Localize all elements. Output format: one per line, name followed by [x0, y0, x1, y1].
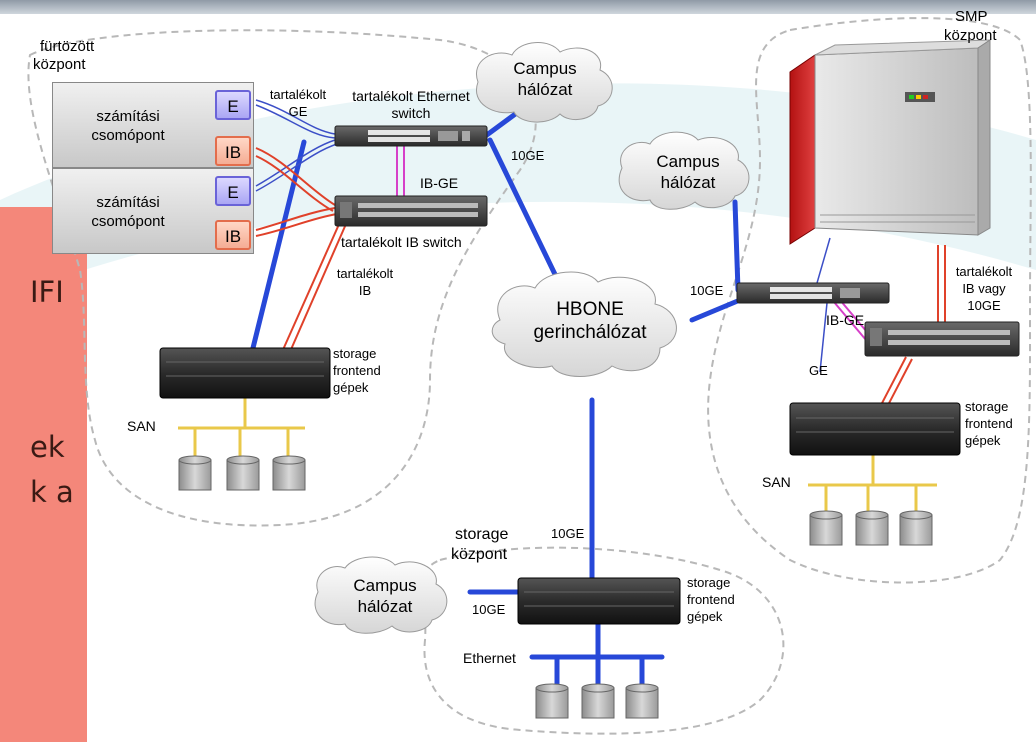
cluster-title-furtozott-line1: fürtözött: [40, 38, 95, 55]
label-san-right: SAN: [762, 474, 791, 490]
disk-bottom-1: [535, 683, 569, 719]
link-ib-2b: [255, 213, 338, 237]
label-ge-right: GE: [809, 363, 828, 378]
cloud-campus-bottom: [314, 556, 448, 634]
storage-server-center: [517, 577, 681, 625]
clouds: [314, 42, 750, 634]
ethernet-switch-right: [736, 282, 890, 304]
cluster-title-storage-line1: storage: [455, 526, 509, 543]
disk-bottom-3: [625, 683, 659, 719]
cluster-title-smp-line1: SMP: [955, 8, 988, 25]
link-ib-2a: [255, 207, 336, 231]
cloud-campus-top-label: Campus hálózat: [513, 59, 577, 99]
slide-side-bar: [0, 207, 87, 742]
link-ge-right: [819, 302, 828, 373]
cluster-outlines: [27, 17, 1032, 735]
ethernet-port: E: [215, 90, 251, 120]
label-storage-frontend-right: storage frontend gépek: [965, 399, 1013, 448]
compute-node-label: számítási csomópont: [91, 108, 165, 144]
ib-switch-left: [334, 195, 488, 227]
label-10ge-bottom: 10GE: [472, 602, 506, 617]
cluster-outline-furtozott: [27, 29, 537, 527]
link-ge-2b: [255, 143, 338, 192]
label-10ge-center: 10GE: [551, 526, 585, 541]
disks: [178, 455, 933, 719]
label-ib-ge-left: IB-GE: [420, 175, 459, 191]
link-switch-storage-left: [249, 139, 307, 355]
cloud-campus-top: [476, 42, 613, 123]
link-ibge-right-a: [833, 301, 867, 341]
disk-right-3: [899, 510, 933, 546]
link-right-switch-campus: [732, 199, 741, 293]
infiniband-port: IB: [215, 220, 251, 250]
ethernet-switch-left: [334, 125, 488, 147]
ethernet-port: E: [215, 176, 251, 206]
label-ib-ge-right: IB-GE: [826, 312, 865, 328]
link-ge-1a: [255, 99, 336, 135]
cloud-campus-bottom-label: Campus hálózat: [353, 576, 417, 616]
label-tartalekolt-ge: tartalékolt GE: [269, 87, 327, 119]
link-smp-ge: [814, 237, 831, 291]
cluster-outline-smp: [707, 17, 1032, 584]
slide-top-bar: [0, 0, 1036, 14]
cluster-title-storage-line2: központ: [451, 546, 508, 563]
link-switch-hbone: [487, 137, 568, 298]
slide-text-line-1: IFI: [30, 275, 64, 309]
cloud-campus-right: [618, 131, 750, 210]
disk-left-3: [272, 455, 306, 491]
link-ib-1b: [255, 155, 334, 212]
label-10ge-left: 10GE: [511, 148, 545, 163]
disk-left-1: [178, 455, 212, 491]
label-san-left: SAN: [127, 418, 156, 434]
link-ib-storage-b: [288, 223, 347, 355]
storage-server-left: [159, 347, 331, 399]
storage-server-right: [789, 402, 961, 456]
label-storage-frontend-left: storage frontend gépek: [333, 346, 381, 395]
slide-text-line-3: k a: [30, 475, 74, 509]
label-storage-frontend-bottom: storage frontend gépek: [687, 575, 735, 624]
cloud-hbone-label: HBONE gerinchálózat: [533, 299, 647, 343]
link-ge-1b: [255, 104, 336, 139]
label-ethernet: Ethernet: [463, 650, 516, 666]
slide-text-line-2: ek: [30, 430, 65, 464]
infiniband-port: IB: [215, 136, 251, 166]
label-tartalekolt-ib-vagy-10ge: tartalékolt IB vagy 10GE: [955, 264, 1013, 313]
label-10ge-right: 10GE: [690, 283, 724, 298]
cloud-hbone: [491, 271, 677, 377]
disk-right-1: [809, 510, 843, 546]
cluster-title-furtozott-line2: központ: [33, 56, 86, 73]
label-ib-switch: tartalékolt IB switch: [341, 234, 462, 250]
disk-left-2: [226, 455, 260, 491]
cluster-title-smp-line2: központ: [944, 27, 997, 44]
link-ge-2a: [255, 139, 336, 187]
cloud-campus-right-label: Campus hálózat: [656, 152, 720, 192]
link-hbone-right-switch: [689, 297, 743, 323]
link-ib-storage-right-b: [885, 358, 913, 410]
ib-switch-right: [864, 321, 1020, 357]
cluster-outline-storage: [421, 546, 785, 735]
label-ethernet-switch: tartalékolt Ethernet switch: [352, 88, 470, 121]
disk-right-2: [855, 510, 889, 546]
label-tartalekolt-ib: tartalékolt IB: [336, 266, 394, 298]
disk-bottom-2: [581, 683, 615, 719]
compute-node-label: számítási csomópont: [91, 194, 165, 230]
link-ib-storage-a: [281, 221, 341, 353]
slide-swoosh: [0, 83, 1036, 300]
link-ib-storage-right-a: [879, 356, 907, 408]
link-ib-1a: [255, 147, 336, 206]
smp-computer: [789, 39, 992, 245]
